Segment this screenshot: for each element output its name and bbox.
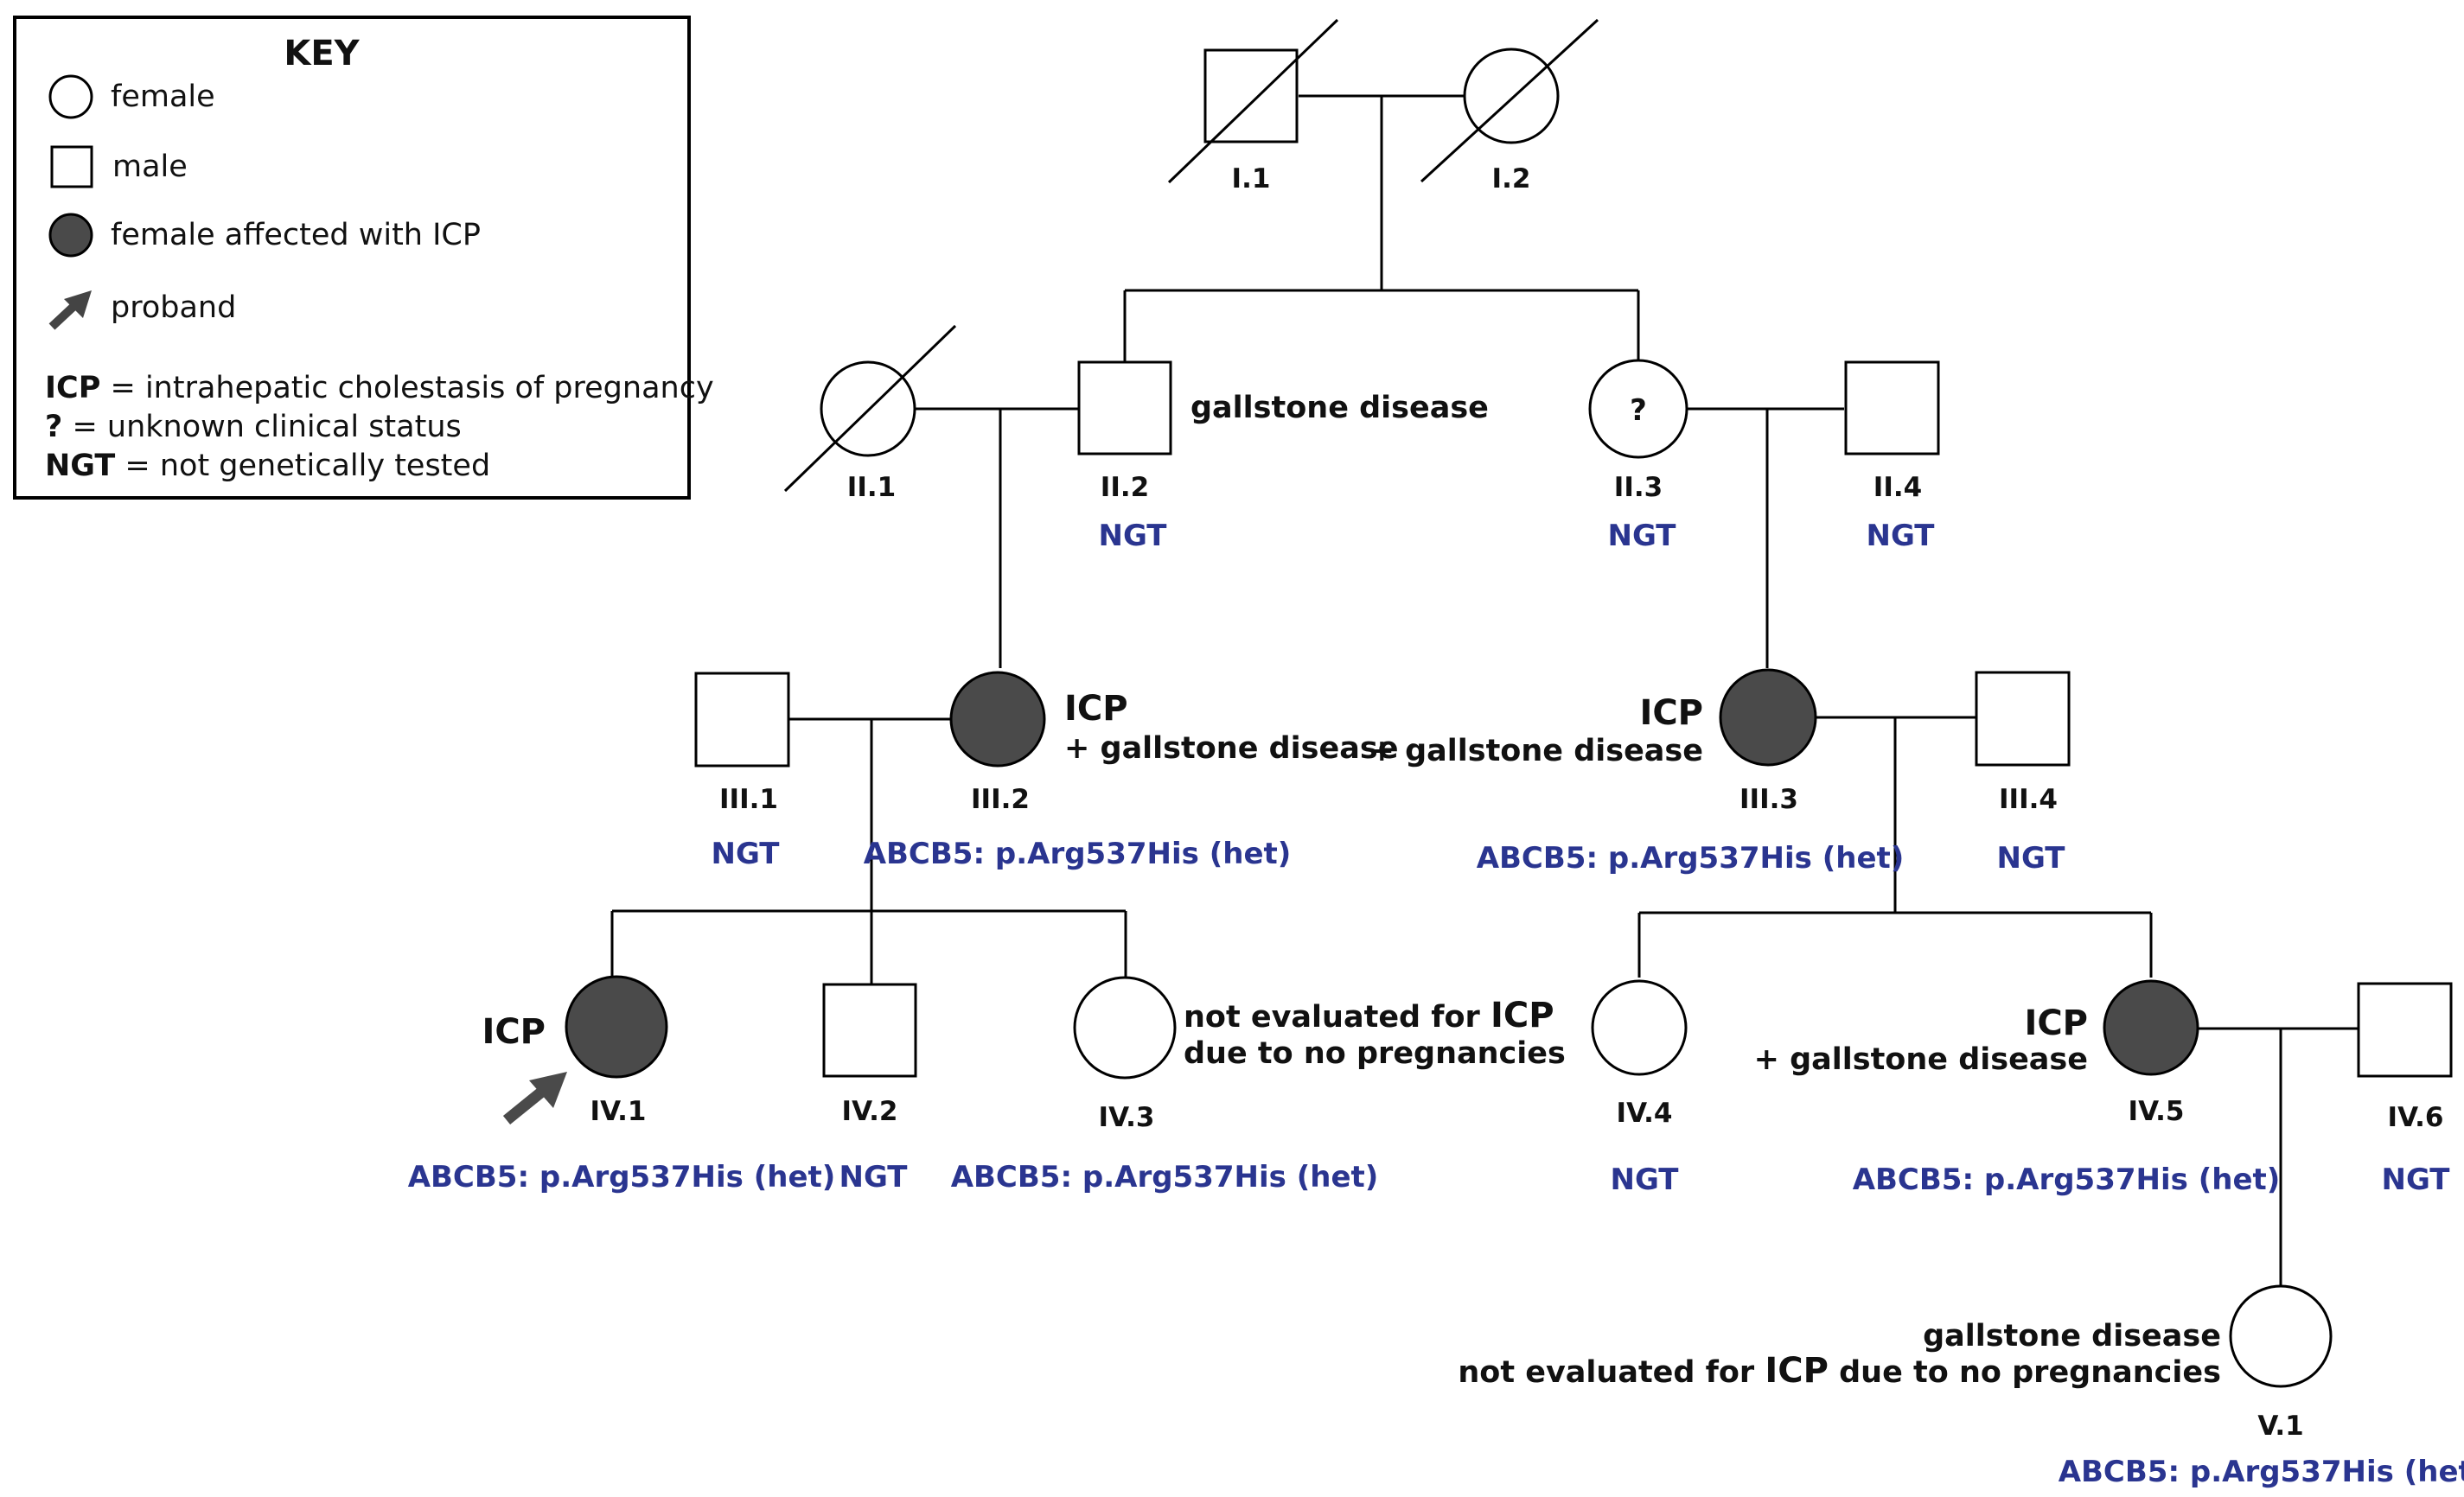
- key-female-label: female: [111, 80, 215, 114]
- affected-female-symbol: [1719, 668, 1817, 767]
- individual-III2: ICP + gallstone disease III.2 ABCB5: p.A…: [864, 671, 1398, 871]
- individual-IV4: IV.4 NGT: [1591, 979, 1688, 1197]
- genetic-status: ABCB5: p.Arg537His (het): [864, 837, 1292, 871]
- male-symbol: [694, 672, 790, 768]
- female-symbol: [1588, 359, 1688, 459]
- individual-id: IV.5: [2129, 1096, 2185, 1127]
- individual-I2: I.2: [1420, 18, 1599, 194]
- phenotype-status: ICP: [2024, 1003, 2088, 1043]
- phenotype-note: gallstone disease: [1191, 391, 1489, 425]
- genetic-status: ABCB5: p.Arg537His (het): [408, 1160, 836, 1194]
- phenotype-status: ICP: [1064, 689, 1128, 729]
- individual-id: III.2: [971, 784, 1030, 815]
- phenotype-note-line-1: not evaluated for ICP: [1184, 996, 1554, 1035]
- affected-female-symbol: [565, 975, 668, 1079]
- key-abbrev-icp: ICP = intrahepatic cholestasis of pregna…: [45, 371, 714, 405]
- phenotype-note: + gallstone disease: [1754, 1042, 2088, 1077]
- genetic-status: NGT: [712, 837, 781, 871]
- key-abbrev-unknown: ? = unknown clinical status: [45, 410, 462, 444]
- deceased-slash: [1167, 18, 1339, 184]
- male-symbol: [2357, 982, 2453, 1078]
- key-affected-label: female affected with ICP: [111, 218, 481, 252]
- individual-IV3: not evaluated for ICP due to no pregnanc…: [951, 976, 1566, 1194]
- key-border: [13, 16, 691, 500]
- genetic-status: ABCB5: p.Arg537His (het): [951, 1160, 1379, 1194]
- genetic-status: ABCB5: p.Arg537His (het): [1477, 841, 1905, 876]
- individual-id: II.2: [1101, 472, 1149, 503]
- key-proband-label: proband: [111, 290, 236, 325]
- individual-id: IV.2: [842, 1096, 898, 1127]
- phenotype-note-line-2: not evaluated for ICP due to no pregnanc…: [1458, 1351, 2221, 1391]
- individual-IV5: ICP + gallstone disease IV.5 ABCB5: p.Ar…: [1754, 979, 2281, 1197]
- phenotype-status: ICP: [1639, 693, 1703, 733]
- genetic-status: NGT: [1099, 519, 1168, 553]
- genetic-status: NGT: [839, 1160, 909, 1194]
- male-symbol: [1203, 48, 1299, 143]
- genetic-status: NGT: [1867, 519, 1936, 553]
- deceased-slash: [783, 324, 957, 493]
- affected-female-symbol: [949, 671, 1046, 768]
- individual-III1: III.1 NGT: [694, 672, 790, 871]
- individual-IV6: IV.6 NGT: [2357, 982, 2453, 1197]
- individual-id: IV.3: [1099, 1102, 1155, 1133]
- individual-II4: II.4 NGT: [1844, 360, 1940, 553]
- key-legend: KEY female male female affected with ICP…: [13, 16, 714, 500]
- genetic-status: NGT: [2382, 1163, 2451, 1197]
- individual-id: IV.4: [1617, 1098, 1673, 1129]
- individual-id: I.1: [1232, 163, 1271, 194]
- key-title: KEY: [284, 34, 360, 73]
- proband-arrow-icon: [502, 1072, 567, 1125]
- phenotype-note: + gallstone disease: [1064, 731, 1398, 766]
- individual-id: III.4: [1999, 784, 2058, 815]
- key-male-symbol: [50, 145, 93, 188]
- female-symbol: [2229, 1284, 2333, 1388]
- genetic-status: NGT: [1997, 841, 2066, 876]
- key-female-symbol: [48, 74, 93, 119]
- female-symbol: [1591, 979, 1688, 1076]
- male-symbol: [822, 983, 917, 1078]
- male-symbol: [1077, 360, 1172, 455]
- individual-II1: II.1: [783, 324, 957, 503]
- individual-II3: ? II.3 NGT: [1588, 359, 1688, 553]
- female-symbol: [1073, 976, 1177, 1080]
- phenotype-note-line-1: gallstone disease: [1923, 1319, 2221, 1354]
- individual-id: I.2: [1492, 163, 1531, 194]
- phenotype-note-line-2: due to no pregnancies: [1184, 1036, 1566, 1071]
- individual-id: II.1: [847, 472, 896, 503]
- genetic-status: ABCB5: p.Arg537His (het): [2059, 1455, 2464, 1489]
- individual-id: II.3: [1614, 472, 1663, 503]
- individual-IV2: IV.2 NGT: [822, 983, 917, 1194]
- individual-II2: gallstone disease II.2 NGT: [1077, 360, 1489, 553]
- individual-V1: gallstone disease not evaluated for ICP …: [1458, 1284, 2464, 1489]
- individual-id: II.4: [1874, 472, 1922, 503]
- individual-id: V.1: [2257, 1411, 2303, 1442]
- key-abbrev-ngt: NGT = not genetically tested: [45, 449, 490, 483]
- individual-III3: ICP + gallstone disease III.3 ABCB5: p.A…: [1369, 668, 1905, 876]
- individual-IV1: ICP IV.1 ABCB5: p.Arg537His (het): [408, 975, 836, 1194]
- individual-id: III.3: [1739, 784, 1798, 815]
- key-male-label: male: [112, 150, 188, 184]
- deceased-slash: [1420, 18, 1599, 183]
- individual-id: III.1: [719, 784, 778, 815]
- individual-III4: III.4 NGT: [1975, 671, 2071, 876]
- unknown-status-mark: ?: [1630, 393, 1647, 428]
- male-symbol: [1975, 671, 2071, 767]
- individual-id: IV.1: [590, 1096, 647, 1127]
- key-proband-arrow-icon: [48, 290, 92, 330]
- affected-female-symbol: [2103, 979, 2199, 1076]
- phenotype-status: ICP: [482, 1012, 546, 1052]
- individual-I1: I.1: [1167, 18, 1339, 194]
- individual-id: IV.6: [2388, 1102, 2444, 1133]
- phenotype-note: + gallstone disease: [1369, 734, 1703, 768]
- genetic-status: NGT: [1611, 1163, 1680, 1197]
- male-symbol: [1844, 360, 1940, 455]
- genetic-status: ABCB5: p.Arg537His (het): [1853, 1163, 2281, 1197]
- key-affected-symbol: [48, 213, 93, 258]
- genetic-status: NGT: [1608, 519, 1677, 553]
